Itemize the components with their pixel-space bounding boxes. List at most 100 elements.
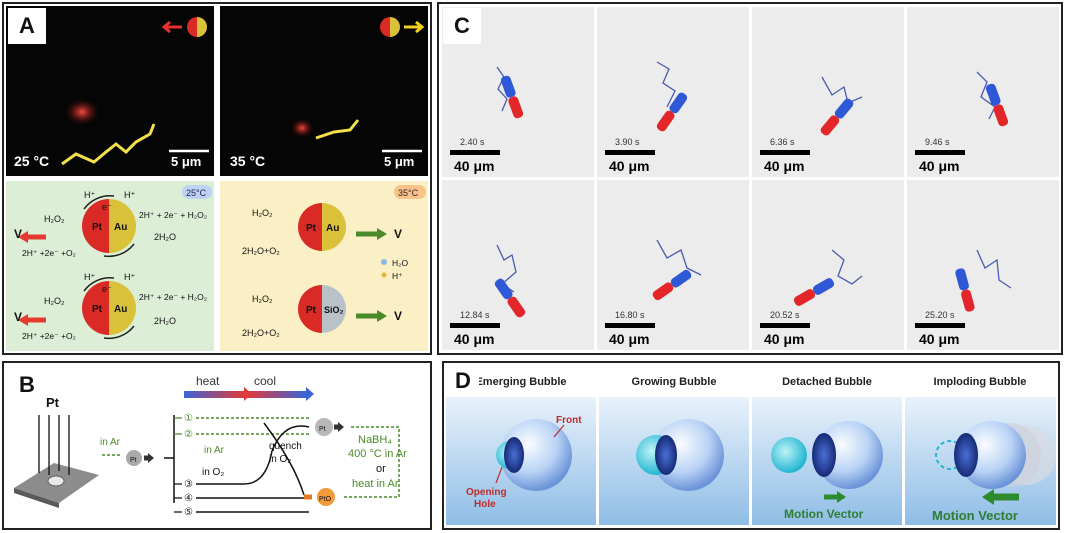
svg-text:Pt: Pt <box>92 304 103 315</box>
frame-drawing <box>597 180 749 350</box>
svg-text:H₂O₂: H₂O₂ <box>44 296 65 306</box>
scale-label: 40 μm <box>764 331 805 347</box>
svg-text:2H₂O: 2H₂O <box>154 316 176 326</box>
panel-d-figure: Front Opening Hole Motion Vector <box>446 376 1056 525</box>
pt-product <box>315 418 333 436</box>
svg-text:H₂O: H₂O <box>392 258 408 268</box>
scale-bar <box>605 323 655 328</box>
svg-text:e⁻: e⁻ <box>102 284 112 294</box>
panel-a-label: A <box>8 8 46 44</box>
timestamp: 12.84 s <box>460 310 490 320</box>
mechanism-pt-au-35: Pt Au H₂O₂ 2H₂O+O₂ V H₂O H⁺ <box>242 203 408 281</box>
trajectory-35c <box>315 119 360 140</box>
trajectory <box>496 66 508 112</box>
micrograph-frame: 3.90 s 40 μm <box>597 7 749 177</box>
trajectory <box>976 71 996 120</box>
svg-text:Pt: Pt <box>306 305 317 316</box>
janus-particle-glow-35 <box>290 118 314 138</box>
trajectory <box>821 76 863 104</box>
badge-25c-text: 25°C <box>186 188 207 198</box>
frame-drawing <box>907 180 1059 350</box>
timestamp: 2.40 s <box>460 137 485 147</box>
path-5: ⑤ <box>184 507 193 518</box>
stage-emerging: Front Opening Hole <box>446 397 596 525</box>
svg-text:H⁺: H⁺ <box>124 272 135 282</box>
timestamp: 3.90 s <box>615 137 640 147</box>
scale-bar <box>760 150 810 155</box>
badge-25c <box>182 185 212 199</box>
mechanism-pt-sio2: Pt SiO₂ H₂O₂ 2H₂O+O₂ V <box>242 285 402 338</box>
svg-text:Au: Au <box>114 222 127 233</box>
svg-text:2H⁺ + 2e⁻ + H₂O₂: 2H⁺ + 2e⁻ + H₂O₂ <box>139 292 207 302</box>
nabh4-label: NaBH₄ <box>358 434 392 446</box>
scale-label: 40 μm <box>919 331 960 347</box>
panel-c-label: C <box>443 8 481 44</box>
svg-text:H₂O₂: H₂O₂ <box>44 214 65 224</box>
scale-label: 40 μm <box>919 158 960 174</box>
quench-o2-label: in O₂ <box>269 454 291 465</box>
opening-label: Opening <box>466 487 507 498</box>
path-1: ① <box>184 413 193 424</box>
trajectory <box>656 61 676 108</box>
janus-rod <box>494 278 526 318</box>
svg-text:H⁺: H⁺ <box>84 272 95 282</box>
badge-35c <box>394 185 426 199</box>
scale-label: 40 μm <box>454 331 495 347</box>
svg-text:Pt: Pt <box>92 222 103 233</box>
trajectory <box>976 249 1012 289</box>
svg-text:2H⁺ +2e⁻ +O₂: 2H⁺ +2e⁻ +O₂ <box>22 248 76 258</box>
hole-label: Hole <box>474 499 496 510</box>
svg-text:H₂O₂: H₂O₂ <box>252 294 273 304</box>
scale-label: 5 μm <box>384 154 414 169</box>
trajectory <box>831 249 863 285</box>
timestamp: 25.20 s <box>925 310 955 320</box>
svg-text:SiO₂: SiO₂ <box>324 305 344 315</box>
scale-label: 40 μm <box>764 158 805 174</box>
svg-text:Au: Au <box>114 304 127 315</box>
scale-bar <box>760 323 810 328</box>
svg-text:Pt: Pt <box>130 457 137 464</box>
scale-bar <box>915 150 965 155</box>
stage-title: Emerging Bubble <box>475 376 566 388</box>
trajectory-25c <box>61 123 156 166</box>
in-o2-label: in O₂ <box>202 467 224 478</box>
svg-text:e⁻: e⁻ <box>102 202 112 212</box>
panel-d: D Front Opening Hole <box>442 361 1060 530</box>
timestamp: 9.46 s <box>925 137 950 147</box>
scale-label: 5 μm <box>171 154 201 169</box>
stage-title: Detached Bubble <box>782 376 872 388</box>
stage-title: Growing Bubble <box>632 376 717 388</box>
or-label: or <box>376 463 386 475</box>
micrograph-frame: 12.84 s 40 μm <box>442 180 594 350</box>
panel-b: B Pt in Ar Pt heat cool ① ② <box>2 361 432 530</box>
frame-drawing <box>597 7 749 177</box>
svg-text:2H₂O+O₂: 2H₂O+O₂ <box>242 328 280 338</box>
particle-icon <box>187 17 207 37</box>
stage-growing <box>599 397 749 525</box>
panel-a-figure: 25 °C 35 °C 5 μm 5 μm 25°C 35°C Pt Au e⁻… <box>6 6 428 351</box>
heat-bar <box>184 391 244 398</box>
scale-label: 40 μm <box>609 158 650 174</box>
frame-drawing <box>442 180 594 350</box>
panel-a: A 25 °C 35 °C 5 μm 5 μm <box>2 2 432 355</box>
janus-rod <box>955 268 975 312</box>
timestamp: 16.80 s <box>615 310 645 320</box>
frame-drawing <box>752 7 904 177</box>
frame-drawing <box>907 7 1059 177</box>
path-3: ③ <box>184 479 193 490</box>
janus-rod <box>985 83 1009 127</box>
scale-bar <box>450 323 500 328</box>
motion-vector-label: Motion Vector <box>932 508 1018 523</box>
front-label: Front <box>556 415 582 426</box>
arrow-right-icon <box>404 20 425 34</box>
in-ar-label: in Ar <box>100 437 121 448</box>
janus-rod <box>652 269 692 301</box>
svg-text:V: V <box>14 227 22 241</box>
stage-title: Imploding Bubble <box>934 376 1027 388</box>
trajectory <box>656 239 702 276</box>
